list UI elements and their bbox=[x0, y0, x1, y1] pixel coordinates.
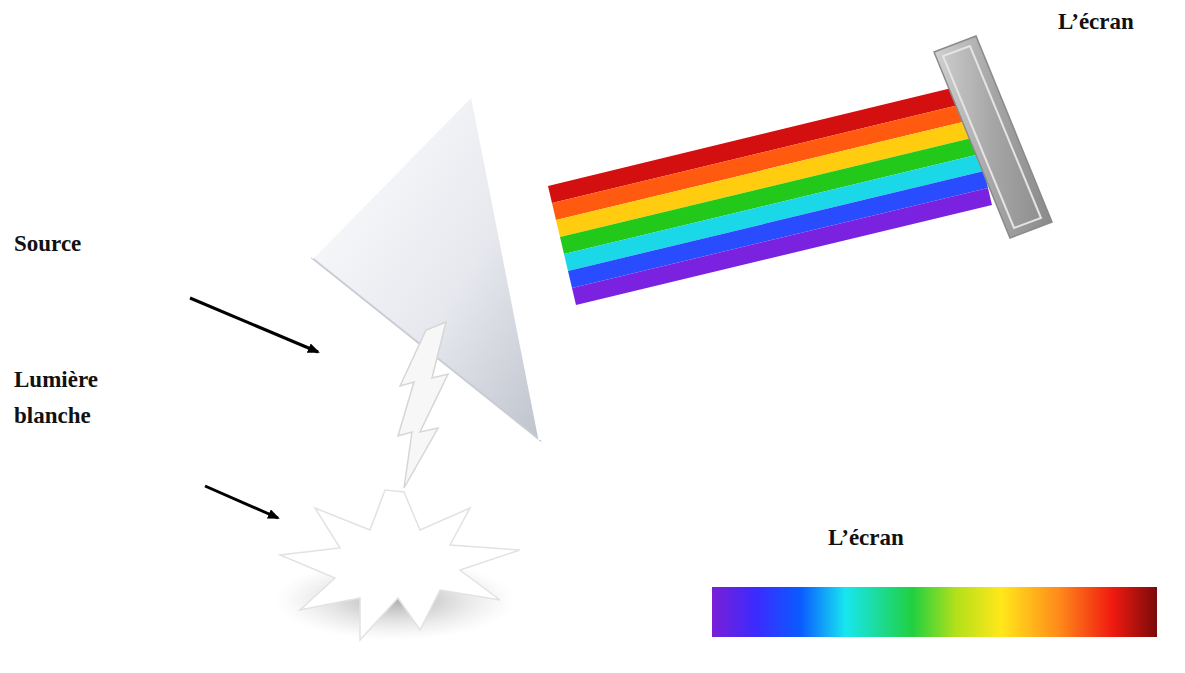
source-label: Source bbox=[14, 226, 144, 262]
rainbow-beam bbox=[548, 86, 992, 305]
pointer-arrow bbox=[205, 486, 278, 518]
screen bbox=[934, 36, 1052, 238]
light-source bbox=[275, 490, 520, 640]
light-label: Lumière blanche bbox=[14, 362, 132, 434]
screen-label: L’écran bbox=[1058, 4, 1178, 40]
spectrum-bar bbox=[712, 587, 1157, 637]
screen-label: L’écran bbox=[828, 520, 968, 556]
light-ray bbox=[398, 322, 448, 488]
pointer-arrow bbox=[190, 298, 318, 352]
